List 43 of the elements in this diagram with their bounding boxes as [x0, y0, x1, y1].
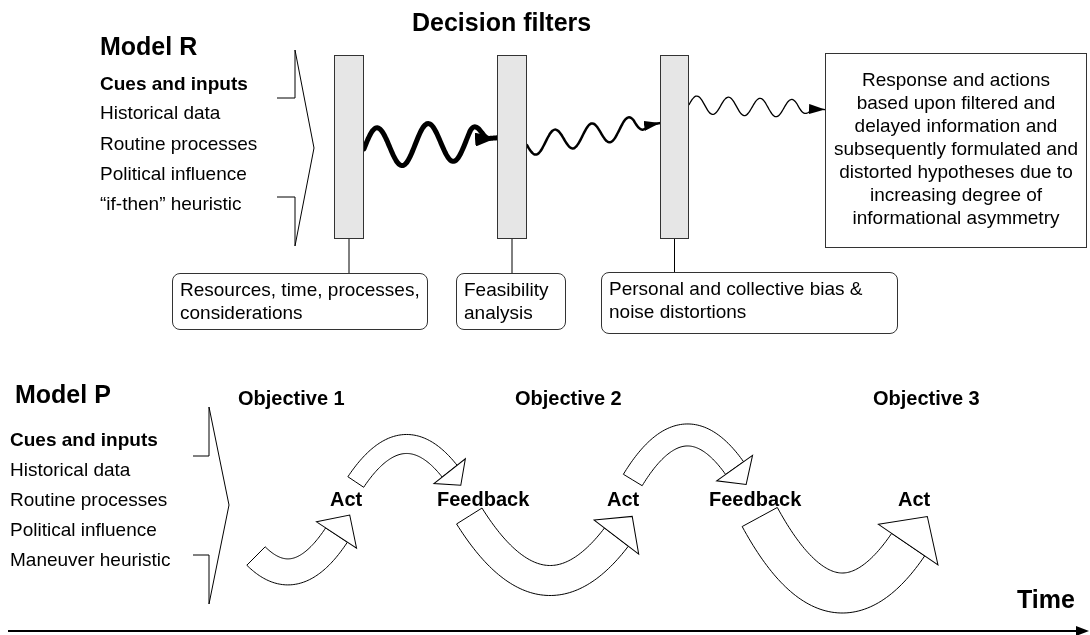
box-text: Personal and collective bias & noise distortions	[609, 277, 864, 323]
list-item: Routine processes	[10, 488, 168, 511]
objective-label: Objective 1	[238, 386, 345, 410]
curved-block-arrow	[622, 423, 754, 487]
box-text: Feasibility analysis	[464, 278, 550, 324]
filter-note-box	[456, 273, 566, 330]
connector-line	[511, 238, 513, 274]
curved-block-arrow	[246, 514, 358, 586]
list-item: Historical data	[10, 458, 131, 481]
filter-bar	[497, 55, 527, 239]
list-item: Maneuver heuristic	[10, 548, 171, 571]
filter-note-box	[172, 273, 428, 330]
model-heading: Model P	[15, 380, 111, 409]
objective-label: Objective 2	[515, 386, 622, 410]
curved-block-arrow	[456, 507, 640, 596]
list-item: “if-then” heuristic	[100, 192, 242, 215]
wavy-arrow	[688, 95, 826, 118]
step-label: Feedback	[437, 488, 530, 511]
step-label: Act	[898, 488, 931, 511]
list-item: Political influence	[100, 162, 247, 185]
curved-block-arrow	[741, 506, 939, 614]
box-text: Response and actions based upon filtered and delayed information and subsequently formulated and distorted hypotheses due to increasing degree of informational asymmetry	[834, 68, 1078, 229]
objective-label: Objective 3	[873, 386, 980, 410]
list-heading: Cues and inputs	[10, 428, 158, 451]
wavy-arrow	[525, 116, 662, 156]
list-item: Historical data	[100, 101, 221, 124]
section-heading: Decision filters	[412, 8, 592, 37]
step-label: Feedback	[709, 488, 802, 511]
list-item: Political influence	[10, 518, 157, 541]
outcome-box	[825, 53, 1087, 248]
step-label: Act	[607, 488, 640, 511]
list-item: Routine processes	[100, 132, 258, 155]
curved-block-arrow	[347, 433, 466, 488]
list-heading: Cues and inputs	[100, 72, 248, 95]
connector-line	[674, 238, 675, 273]
filter-bar	[334, 55, 364, 239]
filter-bar	[660, 55, 689, 239]
step-label: Act	[330, 488, 363, 511]
box-text: Resources, time, processes, considerations	[180, 278, 420, 324]
filter-note-box	[601, 272, 898, 334]
connector-line	[348, 238, 350, 274]
model-heading: Model R	[100, 32, 198, 61]
axis-label: Time	[1017, 585, 1075, 614]
